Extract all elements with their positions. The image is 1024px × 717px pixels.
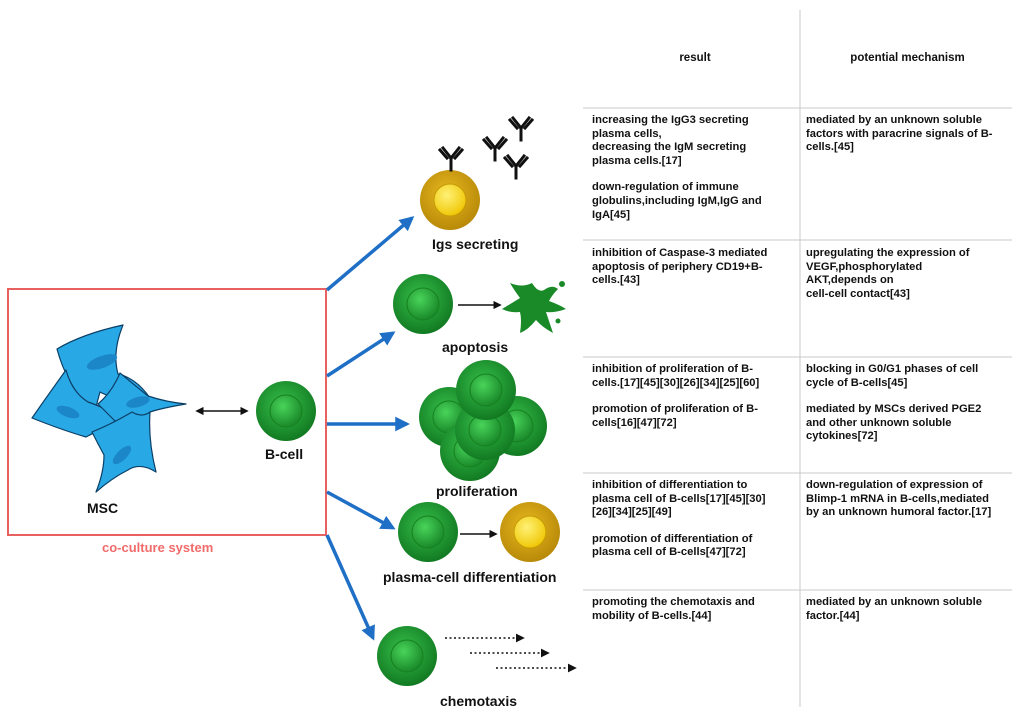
b-cell-icon: [397, 501, 459, 563]
table-cell-mechanism: upregulating the expression of VEGF,phos…: [806, 247, 1016, 301]
msc-label: MSC: [87, 500, 119, 516]
result-entry: inhibition of differentiation to plasma …: [592, 479, 766, 519]
result-entry: promotion of differentiation of plasma c…: [592, 532, 753, 559]
result-entry: down-regulation of immune globulins,incl…: [592, 181, 762, 221]
proliferation-cluster-icon: [418, 359, 548, 482]
table-cell-result: inhibition of proliferation of B- cells.…: [592, 363, 797, 430]
coculture-box: [7, 288, 327, 536]
plasma-cell-icon: [499, 501, 561, 563]
table-header-result: result: [679, 52, 711, 64]
table-cell-mechanism: blocking in G0/G1 phases of cell cycle o…: [806, 363, 1016, 444]
msc-cell-icon: [31, 324, 187, 493]
plasma-cell-icon: [419, 169, 481, 231]
antibody-icon: [508, 116, 534, 142]
table-cell-mechanism: down-regulation of expression of Blimp-1…: [806, 479, 1016, 520]
table-cell-mechanism: mediated by an unknown soluble factor.[4…: [806, 596, 1016, 623]
bcell-label: B-cell: [265, 446, 304, 462]
result-entry: inhibition of proliferation of B- cells.…: [592, 363, 760, 389]
mechanism-entry: blocking in G0/G1 phases of cell cycle o…: [806, 363, 979, 389]
result-entry: inhibition of Caspase-3 mediated apoptos…: [592, 247, 768, 287]
effect-label-apoptosis: apoptosis: [442, 339, 509, 355]
b-cell-icon: [255, 380, 317, 442]
mechanism-entry: mediated by an unknown soluble factor.[4…: [806, 596, 982, 622]
table-cell-result: inhibition of Caspase-3 mediated apoptos…: [592, 247, 797, 288]
mechanism-entry: down-regulation of expression of Blimp-1…: [806, 479, 992, 519]
table-cell-result: promoting the chemotaxis and mobility of…: [592, 596, 797, 623]
effect-label-chemotaxis: chemotaxis: [440, 693, 518, 709]
result-entry: increasing the IgG3 secreting plasma cel…: [592, 114, 749, 167]
apoptotic-cell-icon: [502, 281, 566, 333]
effect-arrows: [325, 216, 415, 641]
mechanism-entry: upregulating the expression of VEGF,phos…: [806, 247, 970, 300]
mechanism-entry: mediated by an unknown soluble factors w…: [806, 114, 993, 154]
table-grid: [583, 10, 1012, 707]
antibody-icon: [482, 136, 508, 162]
result-entry: promotion of proliferation of B- cells[1…: [592, 403, 758, 429]
coculture-caption: co-culture system: [102, 540, 214, 555]
mechanism-entry: mediated by MSCs derived PGE2 and other …: [806, 403, 982, 443]
effect-label-proliferation: proliferation: [436, 483, 518, 499]
migration-arrows: [445, 633, 577, 673]
table-cell-result: inhibition of differentiation to plasma …: [592, 479, 797, 560]
antibody-icon: [438, 146, 464, 172]
effect-label-igs: Igs secreting: [432, 236, 519, 252]
table-header-mechanism: potential mechanism: [850, 52, 965, 64]
effect-label-differentiation: plasma-cell differentiation: [383, 569, 557, 585]
table-cell-result: increasing the IgG3 secreting plasma cel…: [592, 114, 797, 222]
b-cell-icon: [376, 625, 438, 687]
result-entry: promoting the chemotaxis and mobility of…: [592, 596, 755, 622]
table-cell-mechanism: mediated by an unknown soluble factors w…: [806, 114, 1016, 155]
antibody-icon: [503, 154, 529, 180]
b-cell-icon: [392, 273, 454, 335]
